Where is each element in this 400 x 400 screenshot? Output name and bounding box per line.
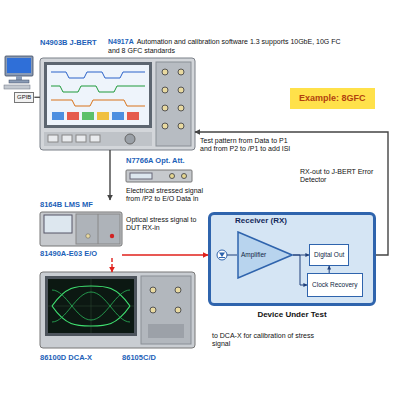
signal-connector <box>195 132 388 255</box>
signal-connector <box>34 97 40 98</box>
photodiode-symbol <box>217 250 237 260</box>
clock-recovery-box: Clock Recovery <box>307 273 363 297</box>
block-label: Clock Recovery <box>312 281 358 289</box>
computer-icon <box>4 56 33 89</box>
optical-attenuator: N7766A Opt. Att. <box>126 156 192 184</box>
module-label: 81490A-E03 E/O <box>40 249 97 258</box>
example-badge: Example: 8GFC <box>290 88 375 109</box>
amplifier-outline <box>238 232 292 278</box>
block-label: Digital Out <box>314 251 344 259</box>
signal-connector <box>293 255 307 285</box>
digital-out-box: Digital Out <box>309 244 349 266</box>
instrument-label: 86100D DCA-X <box>40 353 92 362</box>
block-title: Receiver (RX) <box>235 216 373 226</box>
signal-connector <box>122 254 208 255</box>
signal-connector <box>109 150 110 200</box>
software-note: Automation and calibration software 1.3 … <box>108 38 341 54</box>
dca-oscilloscope <box>40 272 195 348</box>
dca-oscilloscope: 86100D DCA-X 86105C/D <box>40 272 195 362</box>
software-note-group: N4917AAutomation and calibration softwar… <box>108 38 342 56</box>
instrument-label: N7766A Opt. Att. <box>126 156 192 165</box>
jbert-instrument: N4903B J-BERT <box>40 38 195 150</box>
jbert-instrument <box>40 58 195 150</box>
module-label: 86105C/D <box>122 353 156 362</box>
attenuator-instrument <box>126 170 192 182</box>
badge-text: Example: 8GFC <box>299 93 366 104</box>
signal-connector <box>329 266 330 273</box>
signal-note: RX-out to J-BERT Error Detector <box>300 168 382 185</box>
receiver-box: Receiver (RX)Device Under TestAmplifierD… <box>208 212 376 306</box>
device-label: Device Under Test <box>211 310 373 320</box>
gpib-port: GPIB <box>14 92 34 103</box>
lightwave-mainframe: 8164B LMS MF 81490A-E03 E/O <box>40 200 122 258</box>
signal-connector <box>111 258 112 272</box>
signal-note: Electrical stressed signal from /P2 to E… <box>126 187 206 204</box>
signal-note: to DCA-X for calibration of stress signa… <box>212 332 324 349</box>
signal-note: Optical stress signal to DUT RX-in <box>126 216 206 233</box>
instrument-label: 8164B LMS MF <box>40 200 93 209</box>
port-label: GPIB <box>17 94 31 101</box>
block-label: Amplifier <box>241 251 266 259</box>
software-name: N4917A <box>108 38 134 45</box>
signal-note: Test pattern from Data to P1 and from P2… <box>200 137 296 154</box>
lightwave-mainframe <box>40 212 122 246</box>
amplifier-triangle: Amplifier <box>237 231 293 279</box>
receiver-fill <box>210 214 374 304</box>
